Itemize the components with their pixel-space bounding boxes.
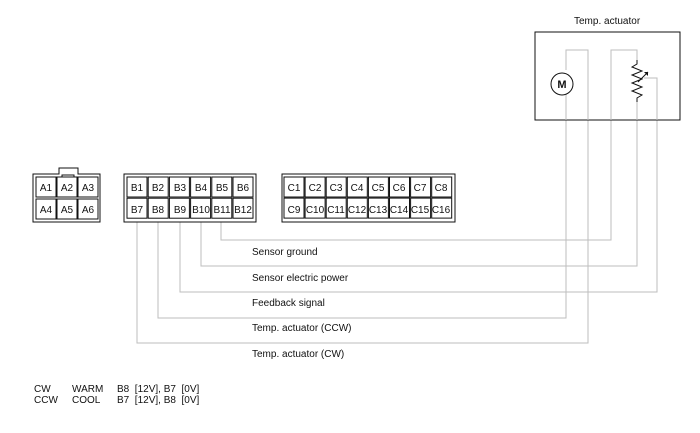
temp-actuator: Temp. actuator M xyxy=(534,16,681,121)
pin-cell xyxy=(431,197,453,219)
pin-c11: C11 xyxy=(327,205,345,216)
wire-actuator-cw xyxy=(136,120,589,344)
pin-cell xyxy=(190,176,212,198)
wire-label-actuator-ccw: Temp. actuator (CCW) xyxy=(252,323,351,334)
pin-cell xyxy=(304,197,326,219)
pin-c15: C15 xyxy=(411,205,430,216)
pin-c4: C4 xyxy=(351,183,364,194)
pin-b6: B6 xyxy=(237,183,250,194)
pin-cell xyxy=(168,197,190,219)
pin-cell xyxy=(410,176,432,198)
pin-cell xyxy=(325,176,347,198)
potentiometer-icon xyxy=(630,60,644,102)
connector-c: C1 C2 C3 C4 C5 C6 C7 C8 C9 C10 C11 C12 C… xyxy=(281,173,456,223)
motor-symbol xyxy=(550,72,574,96)
pin-b11: B11 xyxy=(213,205,230,216)
wire-feedback-signal xyxy=(179,120,658,293)
connector-a: A1 A2 A3 A4 A5 A6 xyxy=(32,167,101,223)
pin-c14: C14 xyxy=(390,205,409,216)
wire-label-sensor-power: Sensor electric power xyxy=(252,273,349,284)
pin-cell xyxy=(367,197,389,219)
legend-voltage: B8 [12V], B7 [0V] xyxy=(117,384,200,395)
pin-cell xyxy=(346,197,368,219)
legend-mode: COOL xyxy=(72,395,101,406)
pin-b8: B8 xyxy=(152,205,165,216)
pin-cell xyxy=(126,197,148,219)
wire-label-actuator-cw: Temp. actuator (CW) xyxy=(252,349,344,360)
pin-a1: A1 xyxy=(40,183,53,194)
pin-c8: C8 xyxy=(435,183,448,194)
pin-cell xyxy=(35,176,57,198)
legend-row-ccw: CCW COOL B7 [12V], B8 [0V] xyxy=(34,395,199,406)
pin-cell xyxy=(211,176,233,198)
wire-sensor-power xyxy=(200,120,638,267)
pin-a4: A4 xyxy=(40,205,53,216)
pin-cell xyxy=(168,176,190,198)
pin-c6: C6 xyxy=(393,183,406,194)
pin-cell xyxy=(283,197,305,219)
pin-cell xyxy=(389,176,410,198)
pin-cell xyxy=(147,197,169,219)
pin-b7: B7 xyxy=(131,205,144,216)
pin-cell xyxy=(56,198,78,220)
pin-c13: C13 xyxy=(369,205,388,216)
pin-cell xyxy=(147,176,169,198)
pin-c9: C9 xyxy=(288,205,301,216)
pin-c12: C12 xyxy=(348,205,367,216)
pin-b10: B10 xyxy=(192,205,210,216)
pin-c10: C10 xyxy=(306,205,325,216)
pin-a3: A3 xyxy=(82,183,95,194)
wire-sensor-ground xyxy=(220,120,612,241)
pin-cell xyxy=(346,176,368,198)
connector-b: B1 B2 B3 B4 B5 B6 B7 B8 B9 B10 B11 B12 xyxy=(123,173,257,223)
pin-cell xyxy=(190,197,212,219)
wire-label-feedback-signal: Feedback signal xyxy=(252,298,325,309)
pin-cell xyxy=(389,197,410,219)
legend-mode: WARM xyxy=(72,384,104,395)
pin-c5: C5 xyxy=(372,183,385,194)
pin-b3: B3 xyxy=(174,183,187,194)
legend-dir: CCW xyxy=(34,395,58,406)
pin-cell xyxy=(35,198,57,220)
pin-cell xyxy=(283,176,305,198)
pin-c2: C2 xyxy=(309,183,322,194)
actuator-title: Temp. actuator xyxy=(574,16,641,27)
pin-cell xyxy=(211,197,233,219)
pin-c7: C7 xyxy=(414,183,427,194)
pin-cell xyxy=(77,198,99,220)
pin-cell xyxy=(56,176,78,198)
pin-c3: C3 xyxy=(330,183,343,194)
pin-b5: B5 xyxy=(216,183,229,194)
motor-label: M xyxy=(557,79,566,91)
pin-a6: A6 xyxy=(82,205,95,216)
pin-a2: A2 xyxy=(61,183,74,194)
legend-voltage: B7 [12V], B8 [0V] xyxy=(117,395,200,406)
pin-cell xyxy=(304,176,326,198)
pin-cell xyxy=(126,176,148,198)
pin-c16: C16 xyxy=(432,205,451,216)
wire-actuator-ccw xyxy=(157,120,567,319)
direction-legend: CW WARM B8 [12V], B7 [0V] CCW COOL B7 [12V],… xyxy=(34,384,199,406)
pin-c1: C1 xyxy=(288,183,301,194)
wiper-arrow-icon xyxy=(644,72,648,76)
legend-dir: CW xyxy=(34,384,51,395)
pin-cell xyxy=(232,197,254,219)
pin-b1: B1 xyxy=(131,183,144,194)
pin-cell xyxy=(77,176,99,198)
legend-row-cw: CW WARM B8 [12V], B7 [0V] xyxy=(34,384,199,395)
wire-label-sensor-ground: Sensor ground xyxy=(252,247,318,258)
actuator-internal-wires xyxy=(565,49,658,120)
wires xyxy=(136,120,658,344)
pin-cell xyxy=(410,197,432,219)
pin-b9: B9 xyxy=(174,205,187,216)
pin-b12: B12 xyxy=(234,205,252,216)
pin-cell xyxy=(232,176,254,198)
pin-a5: A5 xyxy=(61,205,74,216)
pin-cell xyxy=(325,197,347,219)
pin-b2: B2 xyxy=(152,183,165,194)
pin-cell xyxy=(367,176,389,198)
pin-cell xyxy=(431,176,453,198)
pin-b4: B4 xyxy=(195,183,208,194)
